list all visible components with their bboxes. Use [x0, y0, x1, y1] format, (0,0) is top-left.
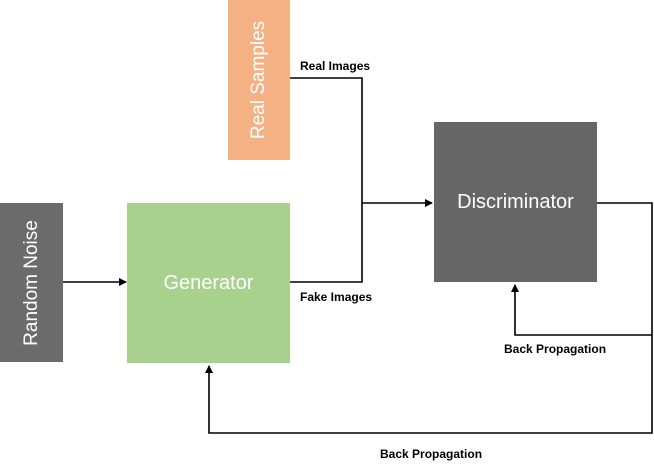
- real-images-label: Real Images: [300, 59, 371, 73]
- real-samples-box: Real Samples: [228, 0, 290, 160]
- random-noise-box: Random Noise: [0, 203, 63, 362]
- real-images-connector: [290, 77, 363, 203]
- fake-images-connector: [290, 203, 363, 283]
- fake-images-label: Fake Images: [300, 290, 373, 304]
- generator-label: Generator: [163, 271, 254, 294]
- discriminator-box: Discriminator: [434, 122, 597, 282]
- generator-box: Generator: [127, 203, 290, 363]
- back-propagation-generator-label: Back Propagation: [380, 447, 483, 461]
- generator-backprop-arrow: [205, 335, 653, 434]
- back-propagation-discriminator-label: Back Propagation: [504, 342, 607, 356]
- discriminator-label: Discriminator: [457, 190, 574, 213]
- random-noise-label: Random Noise: [20, 219, 42, 346]
- real-samples-label: Real Samples: [248, 20, 269, 140]
